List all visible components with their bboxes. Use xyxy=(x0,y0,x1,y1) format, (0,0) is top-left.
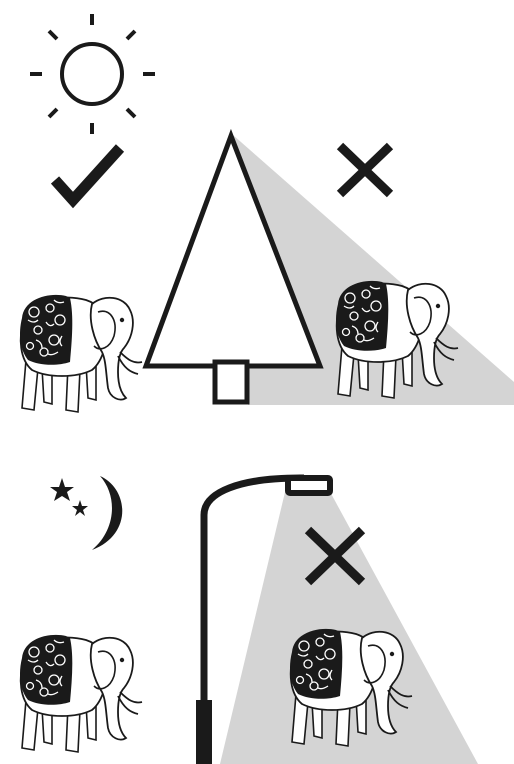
sun-icon xyxy=(30,14,155,134)
cross-icon xyxy=(340,146,390,194)
check-icon xyxy=(55,148,120,200)
moon-stars-icon xyxy=(50,476,122,550)
elephant-in-dark xyxy=(20,635,142,752)
elephant-in-shade xyxy=(20,295,142,412)
